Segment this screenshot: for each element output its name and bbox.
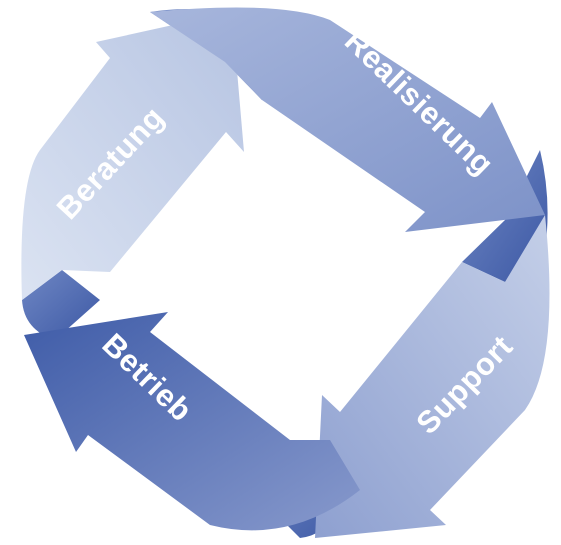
- arrow-betrieb: [24, 312, 360, 531]
- fold-left: [22, 270, 100, 340]
- arrow-support: [315, 215, 550, 538]
- arrow-beratung: [21, 12, 245, 300]
- arrow-realisierung: [150, 7, 545, 232]
